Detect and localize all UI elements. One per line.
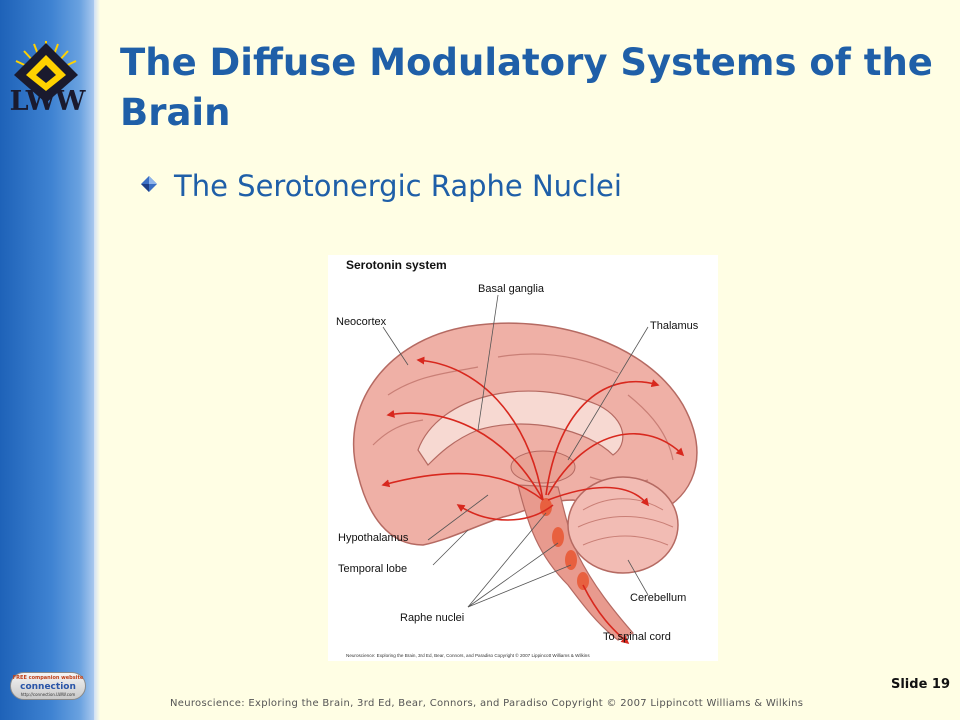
raphe-nuclei-marks: [540, 498, 589, 590]
figure-heading: Serotonin system: [346, 258, 447, 272]
lww-logo-text: LWW: [9, 86, 86, 117]
leader-lines: [382, 294, 649, 608]
cerebellum-folia: [577, 498, 674, 546]
slide-footer: Neuroscience: Exploring the Brain, 3rd E…: [170, 698, 804, 709]
corpus-callosum-shape: [417, 390, 624, 466]
label-neocortex: Neocortex: [336, 316, 387, 328]
serotonin-projection-arrows: [381, 356, 685, 645]
diamond-bullet-icon: [141, 176, 157, 192]
label-temporal-lobe: Temporal lobe: [338, 563, 407, 575]
label-basal-ganglia: Basal ganglia: [478, 283, 545, 295]
figure-credit: Neuroscience: Exploring the Brain, 3rd E…: [346, 652, 590, 658]
companion-website-badge[interactable]: FREE companion website connection http:/…: [10, 672, 86, 700]
badge-url-text: http://connection.LWW.com: [20, 692, 76, 697]
label-raphe-nuclei: Raphe nuclei: [400, 612, 464, 624]
serotonin-system-figure: Serotonin system Basal ganglia Neocortex…: [328, 255, 718, 661]
bullet-serotonergic-raphe-nuclei: The Serotonergic Raphe Nuclei: [174, 169, 622, 203]
label-hypothalamus: Hypothalamus: [338, 532, 409, 544]
slide-title: The Diffuse Modulatory Systems of the Br…: [120, 41, 933, 134]
badge-top-text: FREE companion website: [12, 675, 84, 681]
slide-number: Slide 19: [890, 677, 950, 692]
label-spinal-cord: To spinal cord: [603, 631, 671, 643]
badge-main-text: connection: [20, 682, 76, 692]
brain-diagram: Serotonin system Basal ganglia Neocortex…: [336, 258, 699, 658]
cerebellum-shape: [567, 476, 679, 574]
lww-logo-icon: [14, 41, 78, 103]
sidebar: [0, 0, 94, 720]
label-thalamus: Thalamus: [650, 320, 699, 332]
label-cerebellum: Cerebellum: [630, 592, 686, 604]
sidebar-edge: [94, 0, 100, 720]
